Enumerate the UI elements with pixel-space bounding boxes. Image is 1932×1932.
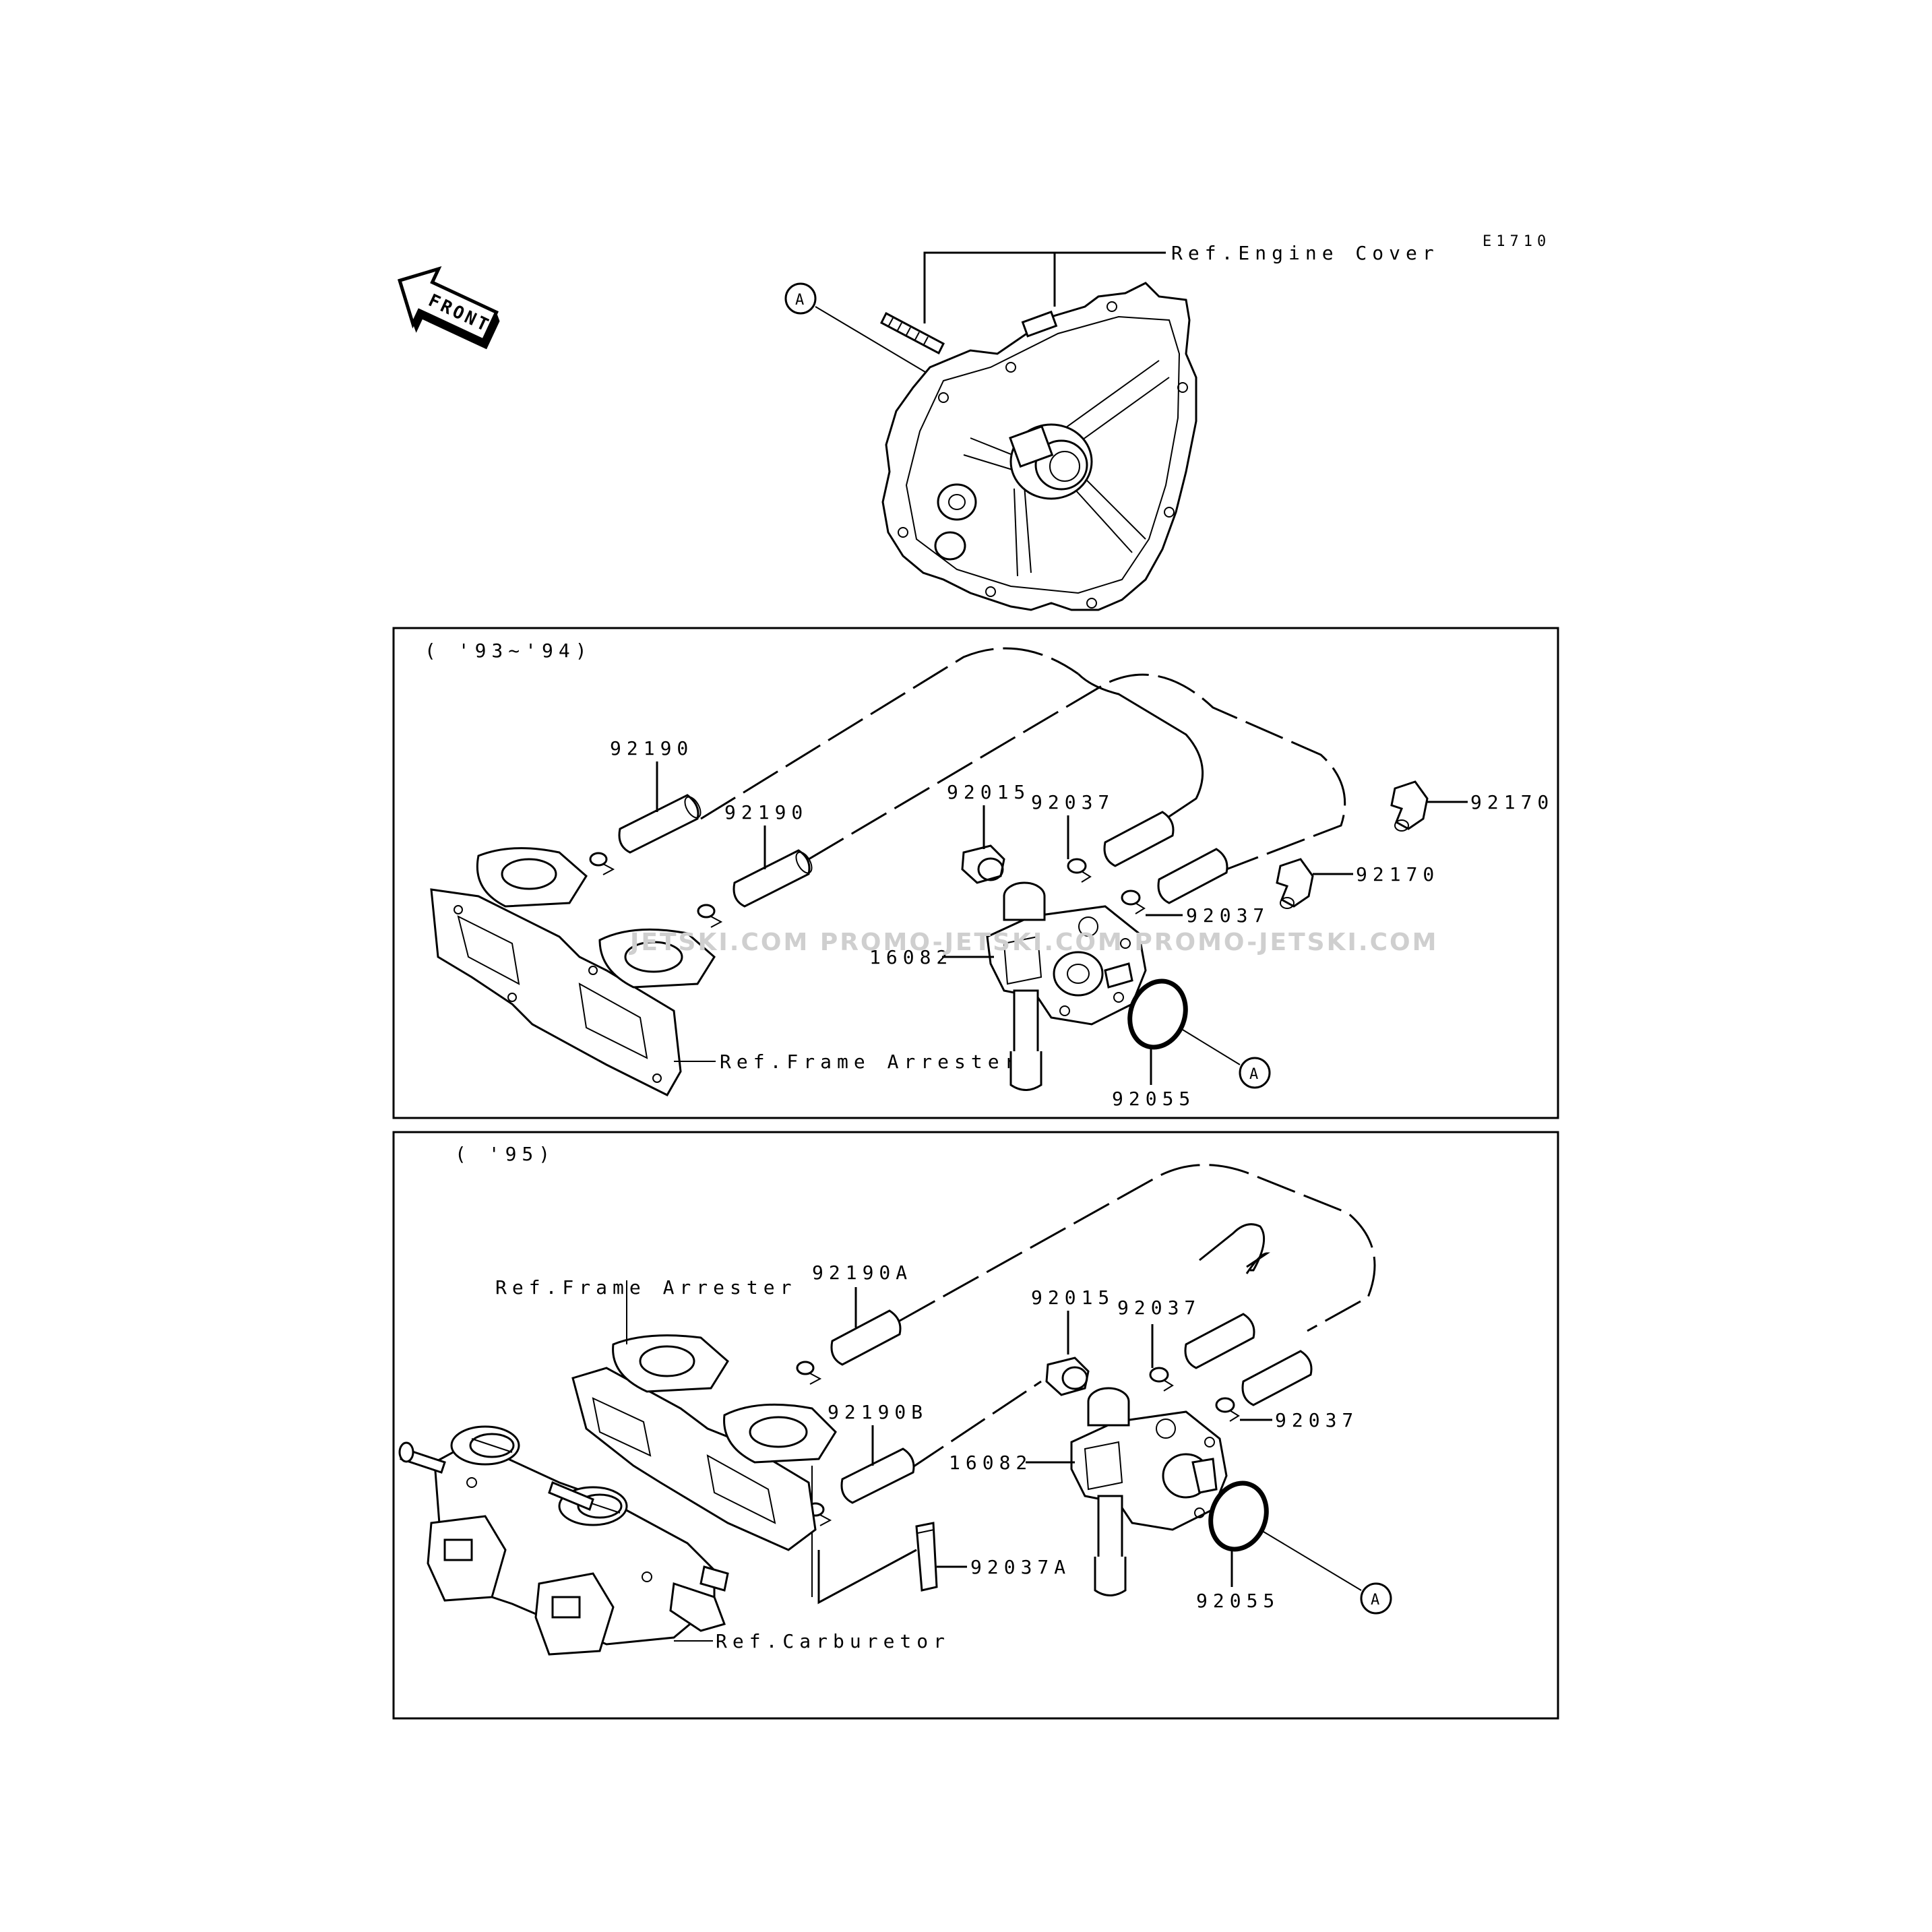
panel2-label-92037-a: 92037 (1117, 1297, 1201, 1319)
watermark: JETSKI.COM PROMO-JETSKI.COM PROMO-JETSKI… (628, 929, 1438, 956)
panel2-hose-right-2 (1241, 1350, 1313, 1406)
panel1-label-92037-b: 92037 (1186, 904, 1270, 927)
panel1-hose-route-2 (808, 673, 1346, 871)
panel1-label-92170-b: 92170 (1356, 863, 1439, 885)
panel2-label-92190A: 92190A (812, 1261, 912, 1284)
panel1-hose-right-1 (1103, 811, 1175, 867)
panel1-clip-92037-b (1121, 890, 1146, 914)
panel1-label-92190-a: 92190 (610, 737, 693, 759)
panel2-oring-92055 (1208, 1481, 1269, 1552)
panel2-clip-left-1 (796, 1361, 822, 1385)
panel2-label-92190B: 92190B (828, 1401, 928, 1423)
panel2-cap-92015 (1045, 1357, 1090, 1396)
callout-a-top: A (795, 292, 809, 309)
panel1-label-92190-b: 92190 (724, 801, 808, 823)
panel1-clip-92037-a (1067, 858, 1092, 883)
panel1-clamp-92170-b (1276, 858, 1314, 909)
panel2-callout-a-circle (1360, 1582, 1392, 1615)
panel1-callout-a-circle (1239, 1057, 1271, 1089)
stud-bolt (880, 311, 945, 355)
callout-a-leader-top (815, 306, 929, 375)
panel2-label-92037-b: 92037 (1275, 1409, 1359, 1431)
panel2-clip-92037-b (1215, 1397, 1240, 1422)
panel1-clip-left-1 (589, 852, 615, 875)
panel2-clip-92037A (915, 1522, 938, 1592)
panel2-carburetor-label: Ref.Carburetor (716, 1630, 950, 1652)
panel1-period: ( '93~'94) (425, 640, 592, 662)
panel1-label-92055: 92055 (1112, 1088, 1195, 1110)
panel2-label-92015: 92015 (1031, 1286, 1115, 1309)
panel2-frame-arrester-label: Ref.Frame Arrester (495, 1276, 797, 1299)
panel2-hose-92190B (840, 1447, 915, 1504)
panel2-frame-arrester (571, 1334, 837, 1551)
panel1-hose-route-1 (700, 647, 1079, 820)
panel1-hose-route-3 (1077, 673, 1204, 820)
panel1-label-92170-a: 92170 (1470, 791, 1554, 813)
engine-cover-bracket (923, 251, 1056, 323)
panel1-callout-a: A (1249, 1066, 1263, 1083)
panel2-hose-right-1 (1184, 1313, 1255, 1369)
panel2-callout-a: A (1371, 1592, 1384, 1609)
panel-95 (392, 1131, 1559, 1720)
panel1-label-92037-a: 92037 (1031, 791, 1115, 813)
panel2-label-92055: 92055 (1196, 1590, 1280, 1612)
panel1-label-92015: 92015 (947, 781, 1030, 803)
callout-a-circle-top (784, 282, 817, 315)
panel2-period: ( '95) (455, 1143, 555, 1165)
panel2-valve-16082 (1070, 1387, 1228, 1596)
panel1-clamp-92170-a (1390, 780, 1429, 832)
panel2-hose-route-4 (1199, 1223, 1266, 1272)
panel1-hose-92190-b (733, 849, 813, 908)
panel2-label-16082: 16082 (949, 1452, 1032, 1474)
panel1-callout-a-leader (1179, 1027, 1241, 1065)
panel1-clip-left-2 (697, 904, 723, 928)
panel2-hose-route-2 (909, 1380, 1042, 1470)
panel1-valve-16082 (986, 881, 1147, 1091)
panel1-frame-arrester (430, 847, 716, 1096)
panel2-hose-92190A (830, 1309, 902, 1366)
panel1-label-16082: 16082 (869, 946, 953, 968)
panel1-cap-92015 (961, 844, 1005, 884)
panel2-callout-a-leader (1259, 1529, 1362, 1591)
panel1-oring-92055 (1127, 978, 1188, 1050)
panel2-hose-route-1 (899, 1164, 1376, 1332)
front-arrow-icon: FRONT (397, 266, 500, 350)
panel2-clip-92037-a (1149, 1367, 1174, 1392)
panel1-hose-right-2 (1157, 848, 1228, 904)
panel2-carburetor (398, 1425, 729, 1656)
panel-93-94 (392, 627, 1559, 1119)
engine-cover-ref-label: Ref.Engine Cover (1171, 242, 1439, 264)
panel1-hose-92190-a (618, 794, 702, 854)
engine-cover-assembly: Ref.Engine Cover A (784, 242, 1439, 611)
diagram-code: E1710 (1483, 233, 1551, 250)
panel2-bracket-92037A (817, 1549, 917, 1604)
panel2-label-92037A: 92037A (970, 1556, 1071, 1578)
panel1-frame-arrester-label: Ref.Frame Arrester (720, 1051, 1021, 1073)
